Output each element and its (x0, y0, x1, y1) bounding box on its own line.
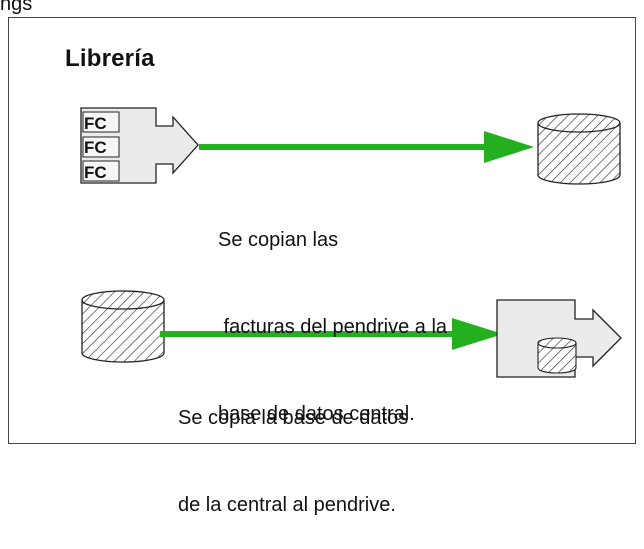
invoice-file-2 (82, 136, 120, 158)
copy-to-pendrive-arrow (160, 318, 503, 350)
caption-line: Se copian las (218, 229, 339, 251)
caption-line: Se copia la base de datos (178, 407, 409, 429)
invoice-label-2: FC (84, 138, 107, 157)
pendrive-target (496, 299, 622, 378)
caption-copy-to-central: Se copian las facturas del pendrive a la… (218, 168, 447, 458)
copy-to-central-arrow (199, 131, 534, 163)
invoice-file-3 (82, 160, 120, 182)
caption-line: facturas del pendrive a la (218, 316, 448, 338)
diagram-title: Librería (65, 45, 155, 72)
invoice-files: FC FC FC (82, 111, 120, 182)
invoice-file-1 (82, 111, 120, 133)
central-database-icon (537, 113, 621, 185)
caption-line: base de datos central. (218, 403, 415, 425)
pendrive-database-icon (537, 337, 577, 374)
invoice-label-1: FC (84, 114, 107, 133)
diagram-canvas: ngs FC FC FC (0, 0, 636, 444)
invoice-label-3: FC (84, 163, 107, 182)
caption-copy-to-pendrive: Se copia la base de datos de la central … (178, 346, 408, 549)
source-database-icon (81, 290, 165, 363)
caption-line: de la central al pendrive. (178, 494, 396, 516)
top-cut-label: ngs (0, 0, 32, 15)
